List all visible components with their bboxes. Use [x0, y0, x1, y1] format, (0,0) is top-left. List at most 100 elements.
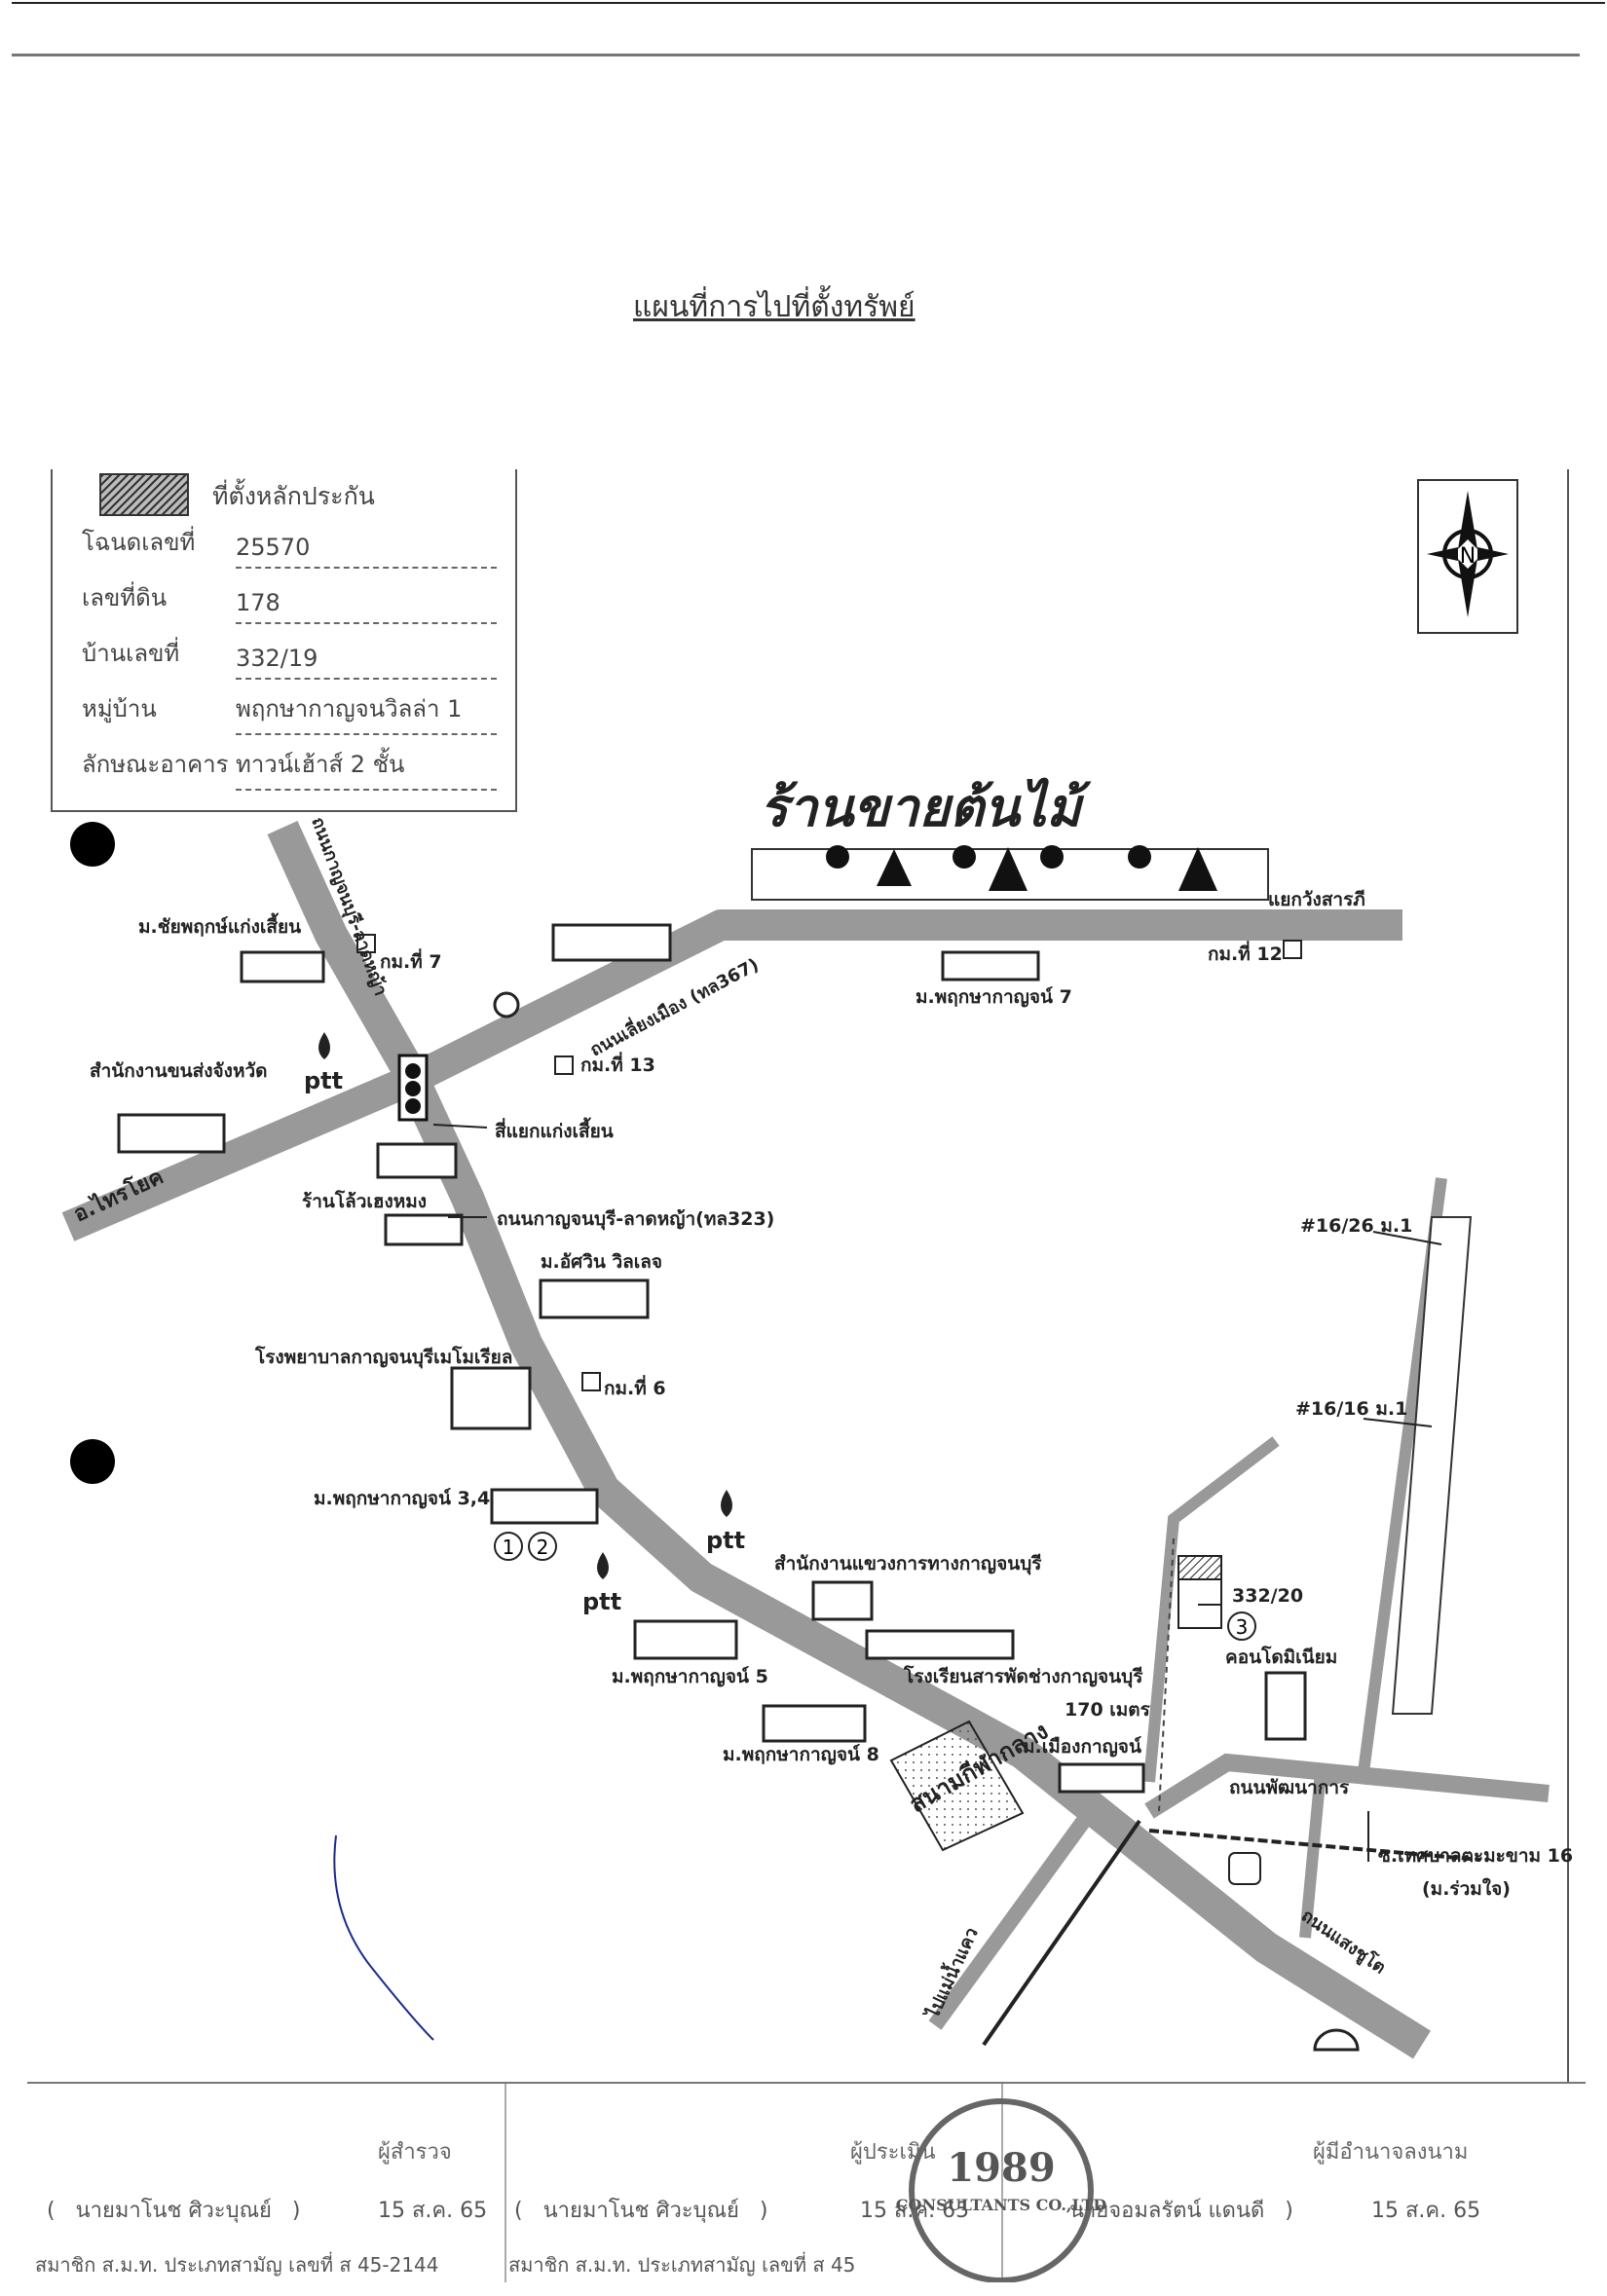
- label-km6: กม.ที่ 6: [604, 1375, 666, 1399]
- label-yaek-wang-sarapee: แยกวังสารภี: [1268, 889, 1365, 910]
- label-plot-332-20: 332/20: [1232, 1585, 1303, 1607]
- house-phruksa5-icon: [633, 1619, 738, 1660]
- label-phruksa34: ม.พฤกษากาญจน์ 3,4: [314, 1488, 490, 1509]
- legend-row-building-type: ลักษณะอาคาร ทาวน์เฮ้าส์ 2 ชั้น: [82, 740, 497, 791]
- row-houses-east: [1391, 1216, 1473, 1715]
- label-hospital: โรงพยาบาลกาญจนบุรีเมโมเรียล: [254, 1346, 512, 1369]
- svg-text:N: N: [1460, 544, 1476, 569]
- signer-name: นายจอมลรัตน์ แดนดี ): [1069, 2199, 1293, 2223]
- svg-text:1: 1: [503, 1536, 515, 1559]
- ptt-flame-icon-1: [318, 1032, 330, 1059]
- label-phruksa5: ม.พฤกษากาญจน์ 5: [612, 1666, 768, 1687]
- label-transport-office: สำนักงานขนส่งจังหวัด: [90, 1060, 268, 1082]
- svg-text:CONSULTANTS CO.,LTD: CONSULTANTS CO.,LTD: [896, 2196, 1107, 2214]
- house-chaiyaphruek-icon: [240, 950, 325, 983]
- ptt-logo-3: ptt: [582, 1588, 621, 1615]
- svg-text:2: 2: [537, 1536, 549, 1559]
- road-side-left: [1143, 1436, 1280, 1783]
- appraiser-name: ( นายมาโนช ศิวะบุณย์ ): [514, 2199, 768, 2223]
- label-soi-16: ซ.เทศบาลตะมะขาม 16: [1378, 1845, 1573, 1867]
- svg-text:3: 3: [1236, 1615, 1249, 1639]
- school-icon: [865, 1629, 1015, 1660]
- label-school: โรงเรียนสารพัดช่างกาญจนบุรี: [903, 1665, 1143, 1688]
- label-phatthanakan: ถนนพัฒนาการ: [1229, 1777, 1350, 1798]
- company-stamp: 1989 CONSULTANTS CO.,LTD: [896, 2098, 1107, 2282]
- page-title: แผนที่การไปที่ตั้งทรัพย์: [633, 290, 916, 324]
- label-distance: 170 เมตร: [1065, 1699, 1151, 1721]
- label-phruksa8: ม.พฤกษากาญจน์ 8: [723, 1744, 879, 1765]
- appraiser-member: สมาชิก ส.ม.ท. ประเภทสามัญ เลขที่ ส 45: [508, 2253, 856, 2277]
- label-phruksa7: ม.พฤกษากาญจน์ 7: [916, 986, 1072, 1008]
- road-side-right: [1299, 1177, 1447, 1939]
- road-kanchanaburi-latya: [267, 820, 1432, 2059]
- label-road-323: ถนนกาญจนบุรี-ลาดหญ้า(ทล323): [497, 1208, 774, 1231]
- svg-text:1989: 1989: [947, 2145, 1055, 2191]
- ptt-logo-1: ptt: [304, 1067, 343, 1094]
- label-km12: กม.ที่ 12: [1208, 941, 1283, 965]
- header-rule: [12, 54, 1580, 56]
- km7-marker-icon: [356, 934, 376, 953]
- office-transport-icon: [117, 1113, 226, 1154]
- legend-row-village: หมู่บ้าน พฤกษากาญจนวิลล่า 1: [82, 685, 497, 735]
- temple-icon: [493, 991, 520, 1018]
- railway: [982, 1819, 1481, 2047]
- signer-date: 15 ส.ค. 65: [1371, 2199, 1481, 2223]
- label-shop-ruan: ร้านโล้วเฮงหมง: [302, 1190, 427, 1212]
- building-row-icon: [384, 1213, 464, 1246]
- bank-icon: [1228, 1852, 1261, 1885]
- collateral-swatch: [99, 473, 189, 516]
- house-mueang-icon: [1058, 1762, 1145, 1794]
- house-phruksa7-icon: [941, 950, 1040, 981]
- road-bypass-367: [61, 909, 1402, 1241]
- binder-hole-bottom: [70, 1439, 115, 1484]
- hospital-icon: [450, 1366, 532, 1430]
- signer-label: ผู้มีอำนาจลงนาม: [1313, 2140, 1469, 2165]
- label-intersection: สี่แยกแก่งเสี้ยน: [495, 1117, 614, 1142]
- house-phruksa34-icon: [490, 1488, 599, 1525]
- tree-icons: [826, 845, 1217, 891]
- compass-icon: N: [1427, 491, 1509, 617]
- surveyor-member: สมาชิก ส.ม.ท. ประเภทสามัญ เลขที่ ส 45-21…: [35, 2253, 439, 2277]
- label-km7: กม.ที่ 7: [380, 948, 442, 973]
- ptt-logo-2: ptt: [706, 1527, 745, 1554]
- label-highway-office: สำนักงานแขวงการทางกาญจนบุรี: [774, 1553, 1042, 1575]
- label-condo: คอนโดมิเนียม: [1225, 1646, 1337, 1668]
- surveyor-label: ผู้สำรวจ: [378, 2140, 452, 2165]
- intersection-arrow: [432, 1124, 488, 1129]
- house-phruksa8-icon: [762, 1704, 867, 1743]
- highway-office-icon: [811, 1580, 874, 1621]
- apartment-icon: [551, 923, 672, 962]
- km6-marker-icon: [581, 1372, 601, 1391]
- label-mueang: ม.เมืองกาญจน์: [1023, 1736, 1141, 1758]
- surveyor-date: 15 ส.ค. 65: [378, 2199, 488, 2223]
- north-arrow: N: [1417, 479, 1518, 634]
- house-asawin-icon: [539, 1278, 650, 1319]
- shop-ruan-icon: [376, 1142, 458, 1179]
- surveyor-name: ( นายมาโนช ศิวะบุณย์ ): [47, 2199, 301, 2223]
- marker-circles: 1 2 3: [494, 1532, 1256, 1641]
- label-km13: กม.ที่ 13: [580, 1052, 655, 1076]
- road-phatthanakan: [1144, 1753, 1550, 1819]
- label-asawin: ม.อัศวิน วิลเลจ: [541, 1251, 662, 1273]
- km12-marker-icon: [1283, 940, 1302, 959]
- collateral-plot: [1177, 1555, 1222, 1580]
- ptt-flame-icon-2: [721, 1490, 732, 1517]
- tree-shop-label: ร้านขายต้นไม้: [760, 776, 1092, 838]
- legend-box: ที่ตั้งหลักประกัน โฉนดเลขที่ 25570 เลขที…: [51, 469, 517, 812]
- label-soi-16-sub: (ม.ร่วมใจ): [1422, 1877, 1511, 1900]
- binder-hole-top: [70, 822, 115, 867]
- legend-row-deed: โฉนดเลขที่ 25570: [82, 518, 497, 569]
- shell-icon: [1313, 2028, 1360, 2052]
- stadium-area: [889, 1720, 1025, 1852]
- condo-icon: [1264, 1671, 1307, 1741]
- road-to-river: [928, 1806, 1098, 2030]
- label-plot-16-26: #16/26 ม.1: [1300, 1215, 1412, 1237]
- km13-marker-icon: [554, 1055, 574, 1075]
- ptt-flame-icon-3: [597, 1552, 609, 1579]
- legend-row-house-no: บ้านเลขที่ 332/19: [82, 629, 497, 680]
- label-chaiyaphruek: ม.ชัยพฤกษ์แก่งเสี้ยน: [138, 912, 301, 938]
- collateral-swatch-label: ที่ตั้งหลักประกัน: [212, 482, 375, 510]
- pen-mark: [333, 1834, 434, 2041]
- top-border: [12, 2, 1605, 4]
